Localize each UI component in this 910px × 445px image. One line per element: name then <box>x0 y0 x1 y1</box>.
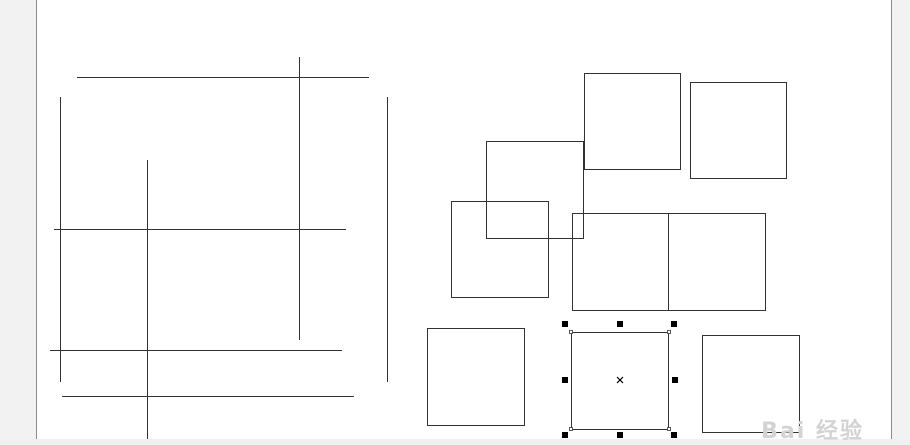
node-marker-icon <box>667 427 671 431</box>
square-bottom-left[interactable] <box>427 328 525 426</box>
square-top-right[interactable] <box>690 82 787 179</box>
center-x-marker-icon[interactable] <box>616 376 624 384</box>
square-top-center[interactable] <box>584 73 681 170</box>
square-overlap-back[interactable] <box>486 141 584 239</box>
node-marker-icon <box>569 330 573 334</box>
watermark-text: Bai 经验 <box>761 419 864 444</box>
selection-handle-icon[interactable] <box>671 432 677 438</box>
square-bottom-right[interactable] <box>702 335 800 433</box>
square-selected[interactable] <box>571 332 669 430</box>
selection-handles[interactable] <box>562 321 678 438</box>
drawing-page[interactable] <box>36 0 892 439</box>
square-middle-right[interactable] <box>668 213 766 311</box>
square-group[interactable] <box>427 73 800 433</box>
square-overlap-front[interactable] <box>451 201 549 298</box>
node-markers <box>569 330 671 431</box>
selection-handle-icon[interactable] <box>672 377 678 383</box>
selection-handle-icon[interactable] <box>562 377 568 383</box>
selection-handle-icon[interactable] <box>562 321 568 327</box>
node-marker-icon <box>569 427 573 431</box>
selection-handle-icon[interactable] <box>562 432 568 438</box>
node-marker-icon <box>667 330 671 334</box>
line-group[interactable] <box>50 57 388 439</box>
selection-handle-icon[interactable] <box>671 321 677 327</box>
square-middle-left[interactable] <box>572 213 669 311</box>
selection-handle-icon[interactable] <box>617 321 623 327</box>
selection-handle-icon[interactable] <box>617 432 623 438</box>
